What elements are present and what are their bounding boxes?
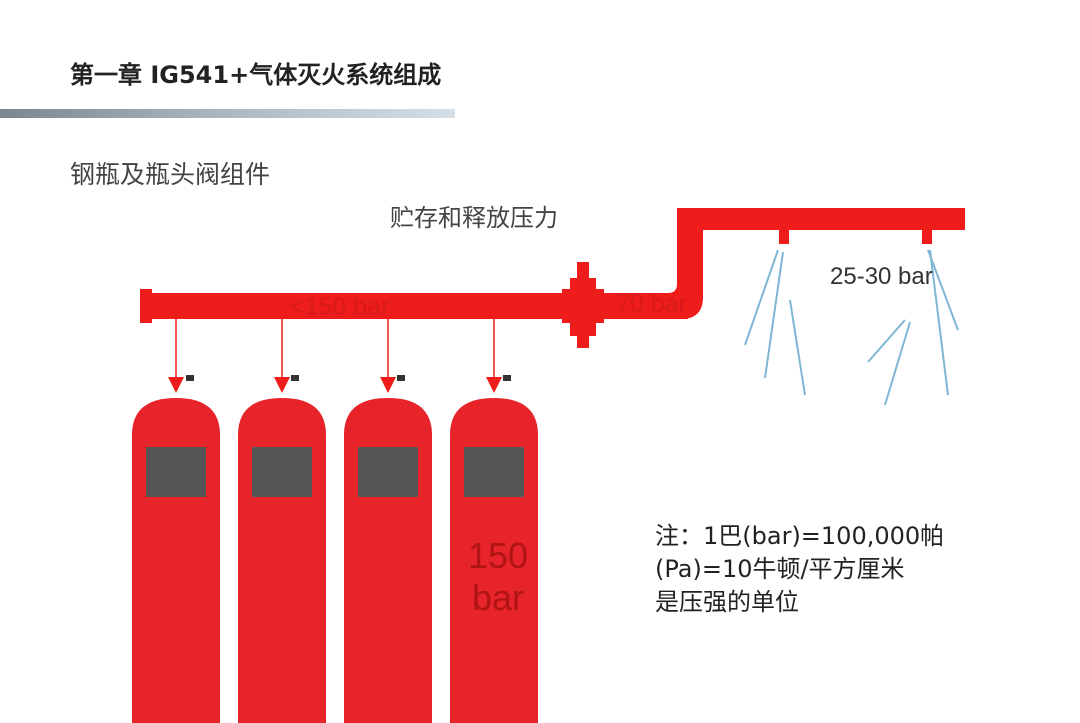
reduced-pressure-label: 70 bar: [616, 290, 687, 318]
valve-knob: [186, 375, 194, 381]
tank-pressure-label: 150 bar: [456, 535, 540, 619]
cylinder-window: [358, 447, 418, 497]
cylinder-1: [132, 398, 220, 723]
title-underline: [0, 109, 455, 118]
cylinder-window: [146, 447, 206, 497]
nozzle-1: [779, 228, 789, 244]
cylinder-2: [238, 398, 326, 723]
feed-arrow: [168, 377, 184, 393]
function-label: 贮存和释放压力: [390, 204, 558, 232]
nozzle-2: [922, 228, 932, 244]
valve-stem-bottom: [577, 334, 589, 348]
cylinder-window: [464, 447, 524, 497]
spray-line: [927, 249, 959, 331]
tank-pressure-unit: bar: [471, 577, 525, 618]
spray-line: [744, 249, 779, 346]
manifold-pipe: [148, 293, 688, 319]
spray-line: [789, 299, 806, 396]
valve-stem-top: [577, 262, 589, 280]
feed-arrow: [380, 377, 396, 393]
pipe-pressure-label: <150 bar: [290, 293, 390, 321]
spray-line: [764, 251, 784, 379]
nozzle-pressure-label: 25-30 bar: [830, 263, 933, 290]
component-label: 钢瓶及瓶头阀组件: [70, 160, 271, 189]
valve-knob: [397, 375, 405, 381]
tank-pressure-value: 150: [467, 535, 529, 576]
cylinders: [132, 398, 538, 723]
feed-arrow: [486, 377, 502, 393]
riser-pipe: [660, 208, 703, 319]
distribution-pipe: [677, 208, 965, 230]
note-line-1: 注：1巴(bar)=100,000帕: [655, 522, 945, 550]
spray-line: [884, 321, 911, 406]
page-title: 第一章 IG541+气体灭火系统组成: [70, 61, 442, 89]
cylinder-window: [252, 447, 312, 497]
feed-arrow: [274, 377, 290, 393]
spray-line: [929, 249, 949, 396]
unit-note: 注：1巴(bar)=100,000帕 (Pa)=10牛顿/平方厘米 是压强的单位: [655, 520, 944, 619]
note-line-2: (Pa)=10牛顿/平方厘米: [655, 555, 905, 583]
feed-lines: [168, 319, 511, 393]
spray-lines: [744, 249, 959, 406]
note-line-3: 是压强的单位: [655, 588, 799, 616]
spray-line: [867, 319, 906, 363]
cylinder-3: [344, 398, 432, 723]
valve-knob: [503, 375, 511, 381]
valve-knob: [291, 375, 299, 381]
valve-center: [562, 289, 604, 323]
